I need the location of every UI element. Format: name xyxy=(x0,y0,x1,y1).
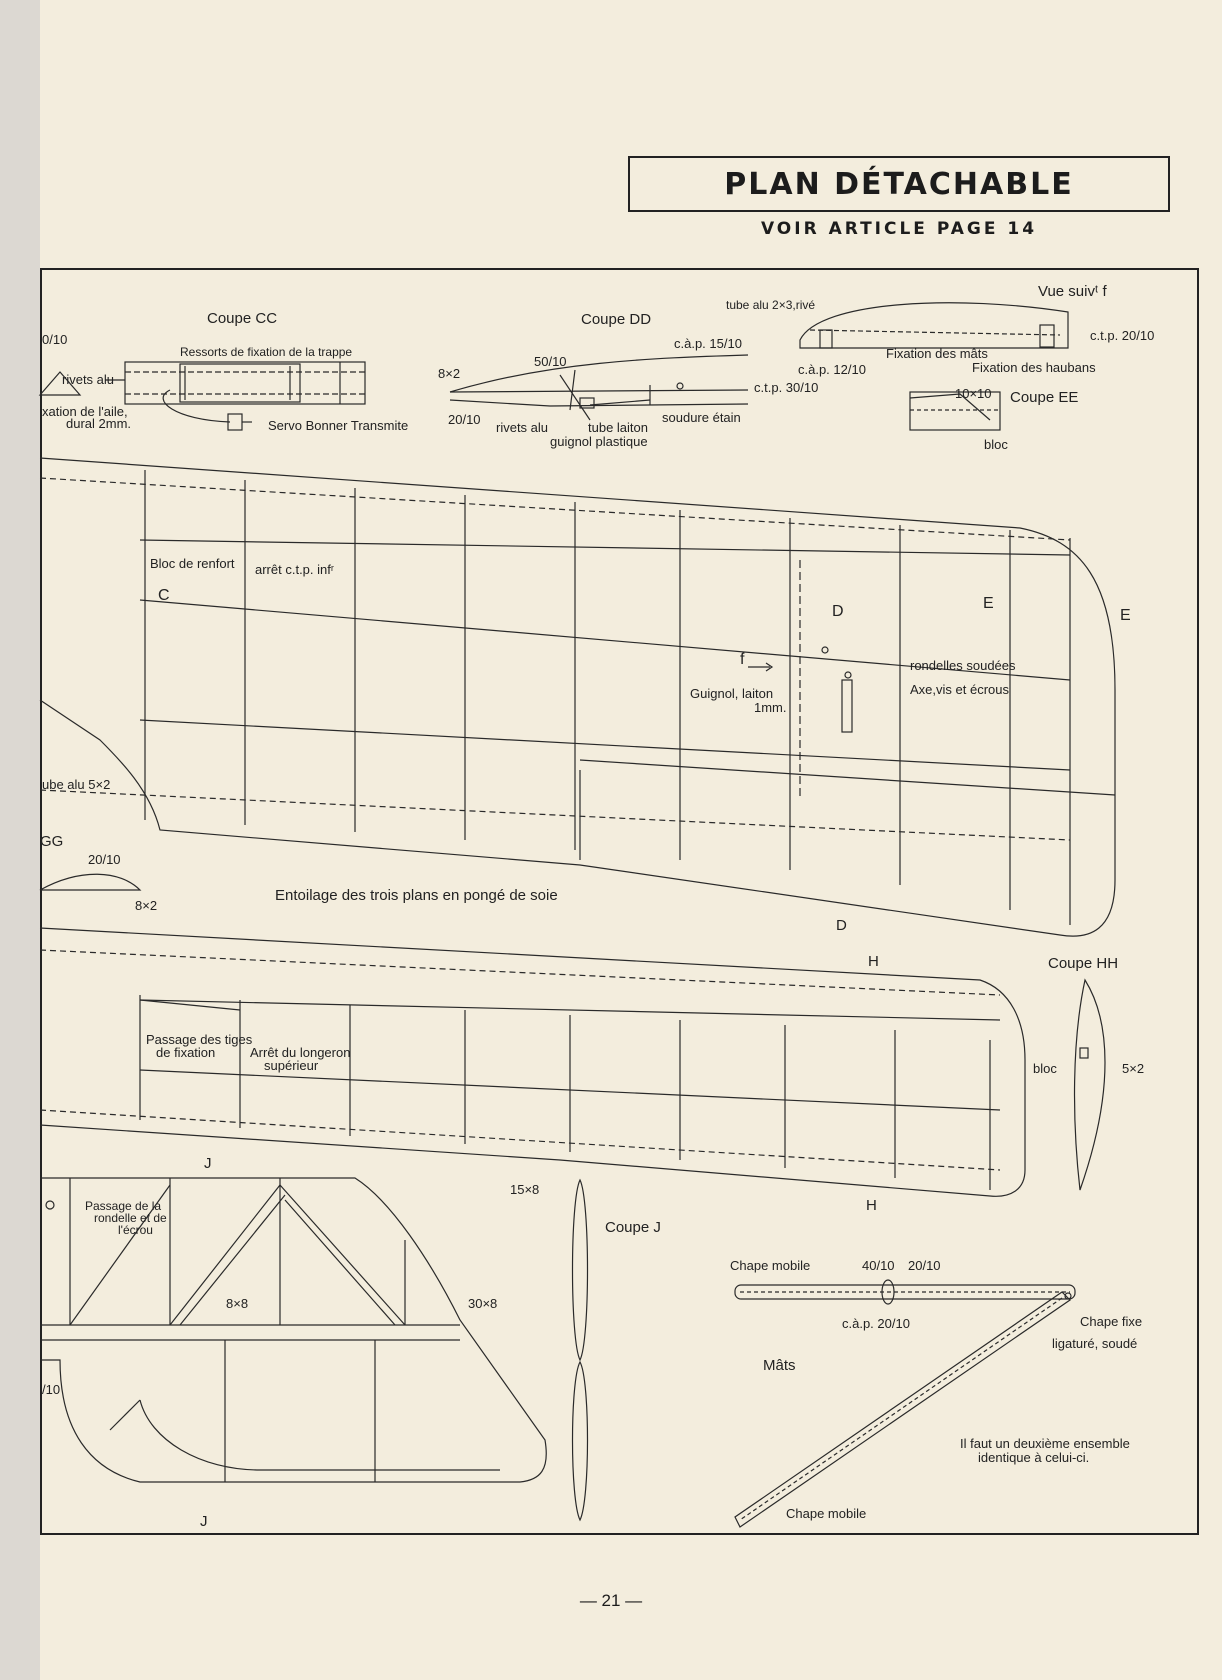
label-fixation-haubans: Fixation des haubans xyxy=(972,360,1096,375)
coupe-dd-title: Coupe DD xyxy=(581,311,651,328)
label-cap-15: c.à.p. 15/10 xyxy=(674,336,742,351)
coupe-cc-title: Coupe CC xyxy=(207,310,277,327)
label-cap-12: c.à.p. 12/10 xyxy=(798,362,866,377)
label-chape-mobile-bottom: Chape mobile xyxy=(786,1506,866,1521)
coupe-ee-drawing xyxy=(909,391,1001,431)
label-tube-alu-2x3: tube alu 2×3,rivé xyxy=(726,298,815,312)
label-chape-mobile-top: Chape mobile xyxy=(730,1258,810,1273)
label-rivets-alu-dd: rivets alu xyxy=(496,420,548,435)
label-arret-ctp: arrêt c.t.p. infʳ xyxy=(255,562,334,577)
label-mats: Mâts xyxy=(763,1357,796,1374)
scan-margin xyxy=(0,0,40,1680)
label-fixation-aile: xation de l'aile, xyxy=(42,404,128,419)
label-ten-x-ten: 10×10 xyxy=(955,386,992,401)
label-superieur: supérieur xyxy=(264,1058,319,1073)
label-mark-h: H xyxy=(868,953,879,970)
label-mark-j2: J xyxy=(200,1513,208,1530)
label-passage-rondelle-2: rondelle et de xyxy=(94,1211,167,1225)
label-bloc-hh: bloc xyxy=(1033,1061,1057,1076)
label-guignol-plastique: guignol plastique xyxy=(550,434,648,449)
label-thirty-eight: 30×8 xyxy=(468,1296,497,1311)
label-five-two-hh: 5×2 xyxy=(1122,1061,1144,1076)
label-twenty-ten-gg: 20/10 xyxy=(88,852,121,867)
label-eight-two-gg: 8×2 xyxy=(135,898,157,913)
label-bloc-renfort: Bloc de renfort xyxy=(150,556,235,571)
label-twenty-ten-dd: 20/10 xyxy=(448,412,481,427)
label-fixation-mats: Fixation des mâts xyxy=(886,346,988,361)
label-tube-alu-5x2: ube alu 5×2 xyxy=(42,777,110,792)
label-ligature: ligaturé, soudé xyxy=(1052,1336,1137,1351)
label-twenty-ten-mats: 20/10 xyxy=(908,1258,941,1273)
label-ctp-30: c.t.p. 30/10 xyxy=(754,380,818,395)
label-dural: dural 2mm. xyxy=(66,416,131,431)
coupe-j-title: Coupe J xyxy=(605,1219,661,1236)
label-fifty-ten: 50/10 xyxy=(534,354,567,369)
label-mark-d2: D xyxy=(836,917,847,934)
page-title: PLAN DÉTACHABLE xyxy=(628,156,1170,212)
label-chape-fixe: Chape fixe xyxy=(1080,1314,1142,1329)
label-servo: Servo Bonner Transmite xyxy=(268,418,408,433)
label-gg: GG xyxy=(40,833,63,850)
label-ressorts: Ressorts de fixation de la trappe xyxy=(180,345,352,359)
vue-suivant-f-drawing xyxy=(799,302,1069,349)
label-mark-e: E xyxy=(983,595,994,612)
label-ctp-20: c.t.p. 20/10 xyxy=(1090,328,1154,343)
page-number: — 21 — xyxy=(579,1591,643,1610)
lower-wing-outline xyxy=(39,927,1026,1197)
label-forty-ten: 40/10 xyxy=(862,1258,895,1273)
tail-outline xyxy=(40,1177,547,1483)
label-one-mm: 1mm. xyxy=(754,700,787,715)
label-passage-tiges: Passage des tiges xyxy=(146,1032,253,1047)
label-passage-rondelle-3: l'écrou xyxy=(118,1223,153,1237)
page-subtitle: VOIR ARTICLE PAGE 14 xyxy=(760,219,1038,239)
label-ten-ten-left: 0/10 xyxy=(42,332,67,347)
coupe-cc-drawing xyxy=(38,361,366,431)
label-rivets-alu-cc: rivets alu xyxy=(62,372,114,387)
label-mark-f: f xyxy=(740,651,745,668)
label-axe: Axe,vis et écrous xyxy=(910,682,1009,697)
label-mark-d: D xyxy=(832,603,844,620)
mats-drawing xyxy=(734,1279,1076,1528)
label-bloc-ee: bloc xyxy=(984,437,1008,452)
label-entoilage: Entoilage des trois plans en pongé de so… xyxy=(275,887,558,904)
label-de-fixation: de fixation xyxy=(156,1045,215,1060)
label-arret-longeron: Arrêt du longeron xyxy=(250,1045,350,1060)
label-soudure: soudure étain xyxy=(662,410,741,425)
coupe-gg-drawing xyxy=(39,873,142,891)
label-rondelles: rondelles soudées xyxy=(910,658,1016,673)
coupe-hh-drawing xyxy=(1073,978,1106,1191)
upper-wing-outline xyxy=(39,457,1116,937)
label-eight-two-dd: 8×2 xyxy=(438,366,460,381)
label-mark-e2: E xyxy=(1120,607,1131,624)
label-ten-bottom-left: /10 xyxy=(42,1382,60,1397)
label-mark-h2: H xyxy=(866,1197,877,1214)
page-sheet xyxy=(40,0,1222,1680)
label-mark-c: C xyxy=(158,587,170,604)
vue-suivant-f-title: Vue suivᵗ f xyxy=(1038,283,1107,300)
label-note-2: identique à celui-ci. xyxy=(978,1450,1089,1465)
label-fifteen-eight: 15×8 xyxy=(510,1182,539,1197)
label-mark-j: J xyxy=(204,1155,212,1172)
coupe-hh-title: Coupe HH xyxy=(1048,955,1118,972)
label-guignol-laiton: Guignol, laiton xyxy=(690,686,773,701)
coupe-dd-drawing xyxy=(449,354,749,421)
coupe-j-drawing xyxy=(571,1178,589,1522)
label-cap-20: c.à.p. 20/10 xyxy=(842,1316,910,1331)
label-eight-eight: 8×8 xyxy=(226,1296,248,1311)
plan-frame xyxy=(40,268,1199,1535)
label-note-1: Il faut un deuxième ensemble xyxy=(960,1436,1130,1451)
label-passage-rondelle-1: Passage de la xyxy=(85,1199,161,1213)
coupe-ee-title: Coupe EE xyxy=(1010,389,1078,406)
label-tube-laiton: tube laiton xyxy=(588,420,648,435)
